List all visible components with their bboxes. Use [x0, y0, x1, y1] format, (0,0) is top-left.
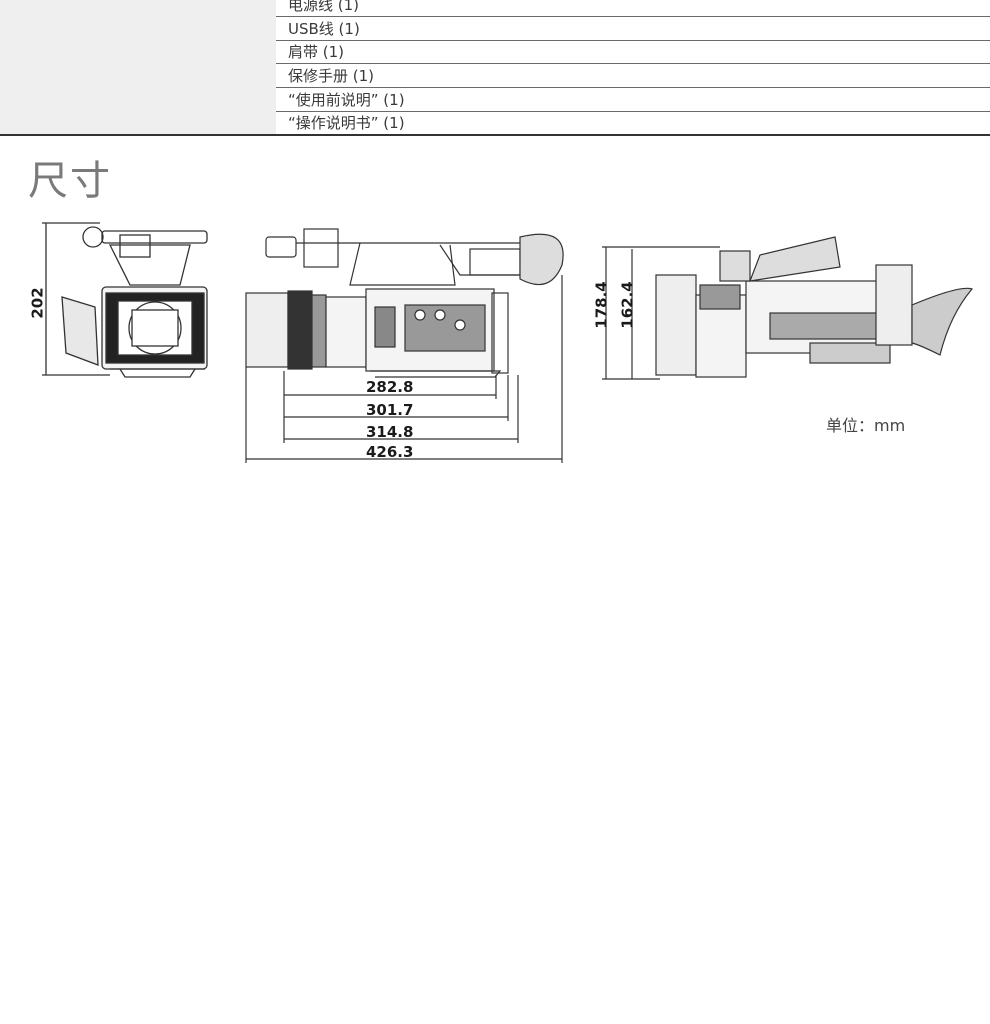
camera-side-view — [245, 228, 564, 463]
table-bottom-rule — [0, 134, 990, 136]
dim-length-2: 301.7 — [366, 401, 414, 419]
list-item: 保修手册 (1) — [276, 65, 990, 88]
dim-length-4: 426.3 — [366, 443, 414, 461]
accessory-shoulder-strap: 肩带 (1) — [288, 43, 345, 61]
unit-label: 单位：mm — [826, 416, 906, 435]
camera-front-view — [42, 222, 208, 378]
list-item: 肩带 (1) — [276, 41, 990, 64]
dim-height-1: 178.4 — [592, 281, 611, 329]
dim-length-3: 314.8 — [366, 423, 414, 441]
accessory-warranty: 保修手册 (1) — [288, 67, 375, 85]
dimensions-title: 尺寸 — [28, 158, 112, 204]
list-item: 电源线 (1) — [276, 0, 990, 17]
accessory-manual: “操作说明书” (1) — [288, 114, 405, 132]
accessory-power-cord: 电源线 (1) — [288, 0, 360, 14]
camera-top-view — [602, 236, 974, 380]
accessory-before-use: “使用前说明” (1) — [288, 91, 405, 109]
dim-length-1: 282.8 — [366, 378, 414, 396]
accessories-list: 电源线 (1) USB线 (1) 肩带 (1) 保修手册 (1) “使用前说明”… — [276, 0, 990, 134]
accessories-label-cell — [0, 0, 276, 134]
list-item: “使用前说明” (1) — [276, 89, 990, 112]
list-item: “操作说明书” (1) — [276, 112, 990, 135]
dim-front-height: 202 — [28, 287, 47, 319]
list-item: USB线 (1) — [276, 18, 990, 41]
accessories-table: 电源线 (1) USB线 (1) 肩带 (1) 保修手册 (1) “使用前说明”… — [0, 0, 990, 136]
dim-height-2: 162.4 — [618, 281, 637, 329]
accessory-usb-cable: USB线 (1) — [288, 20, 360, 38]
